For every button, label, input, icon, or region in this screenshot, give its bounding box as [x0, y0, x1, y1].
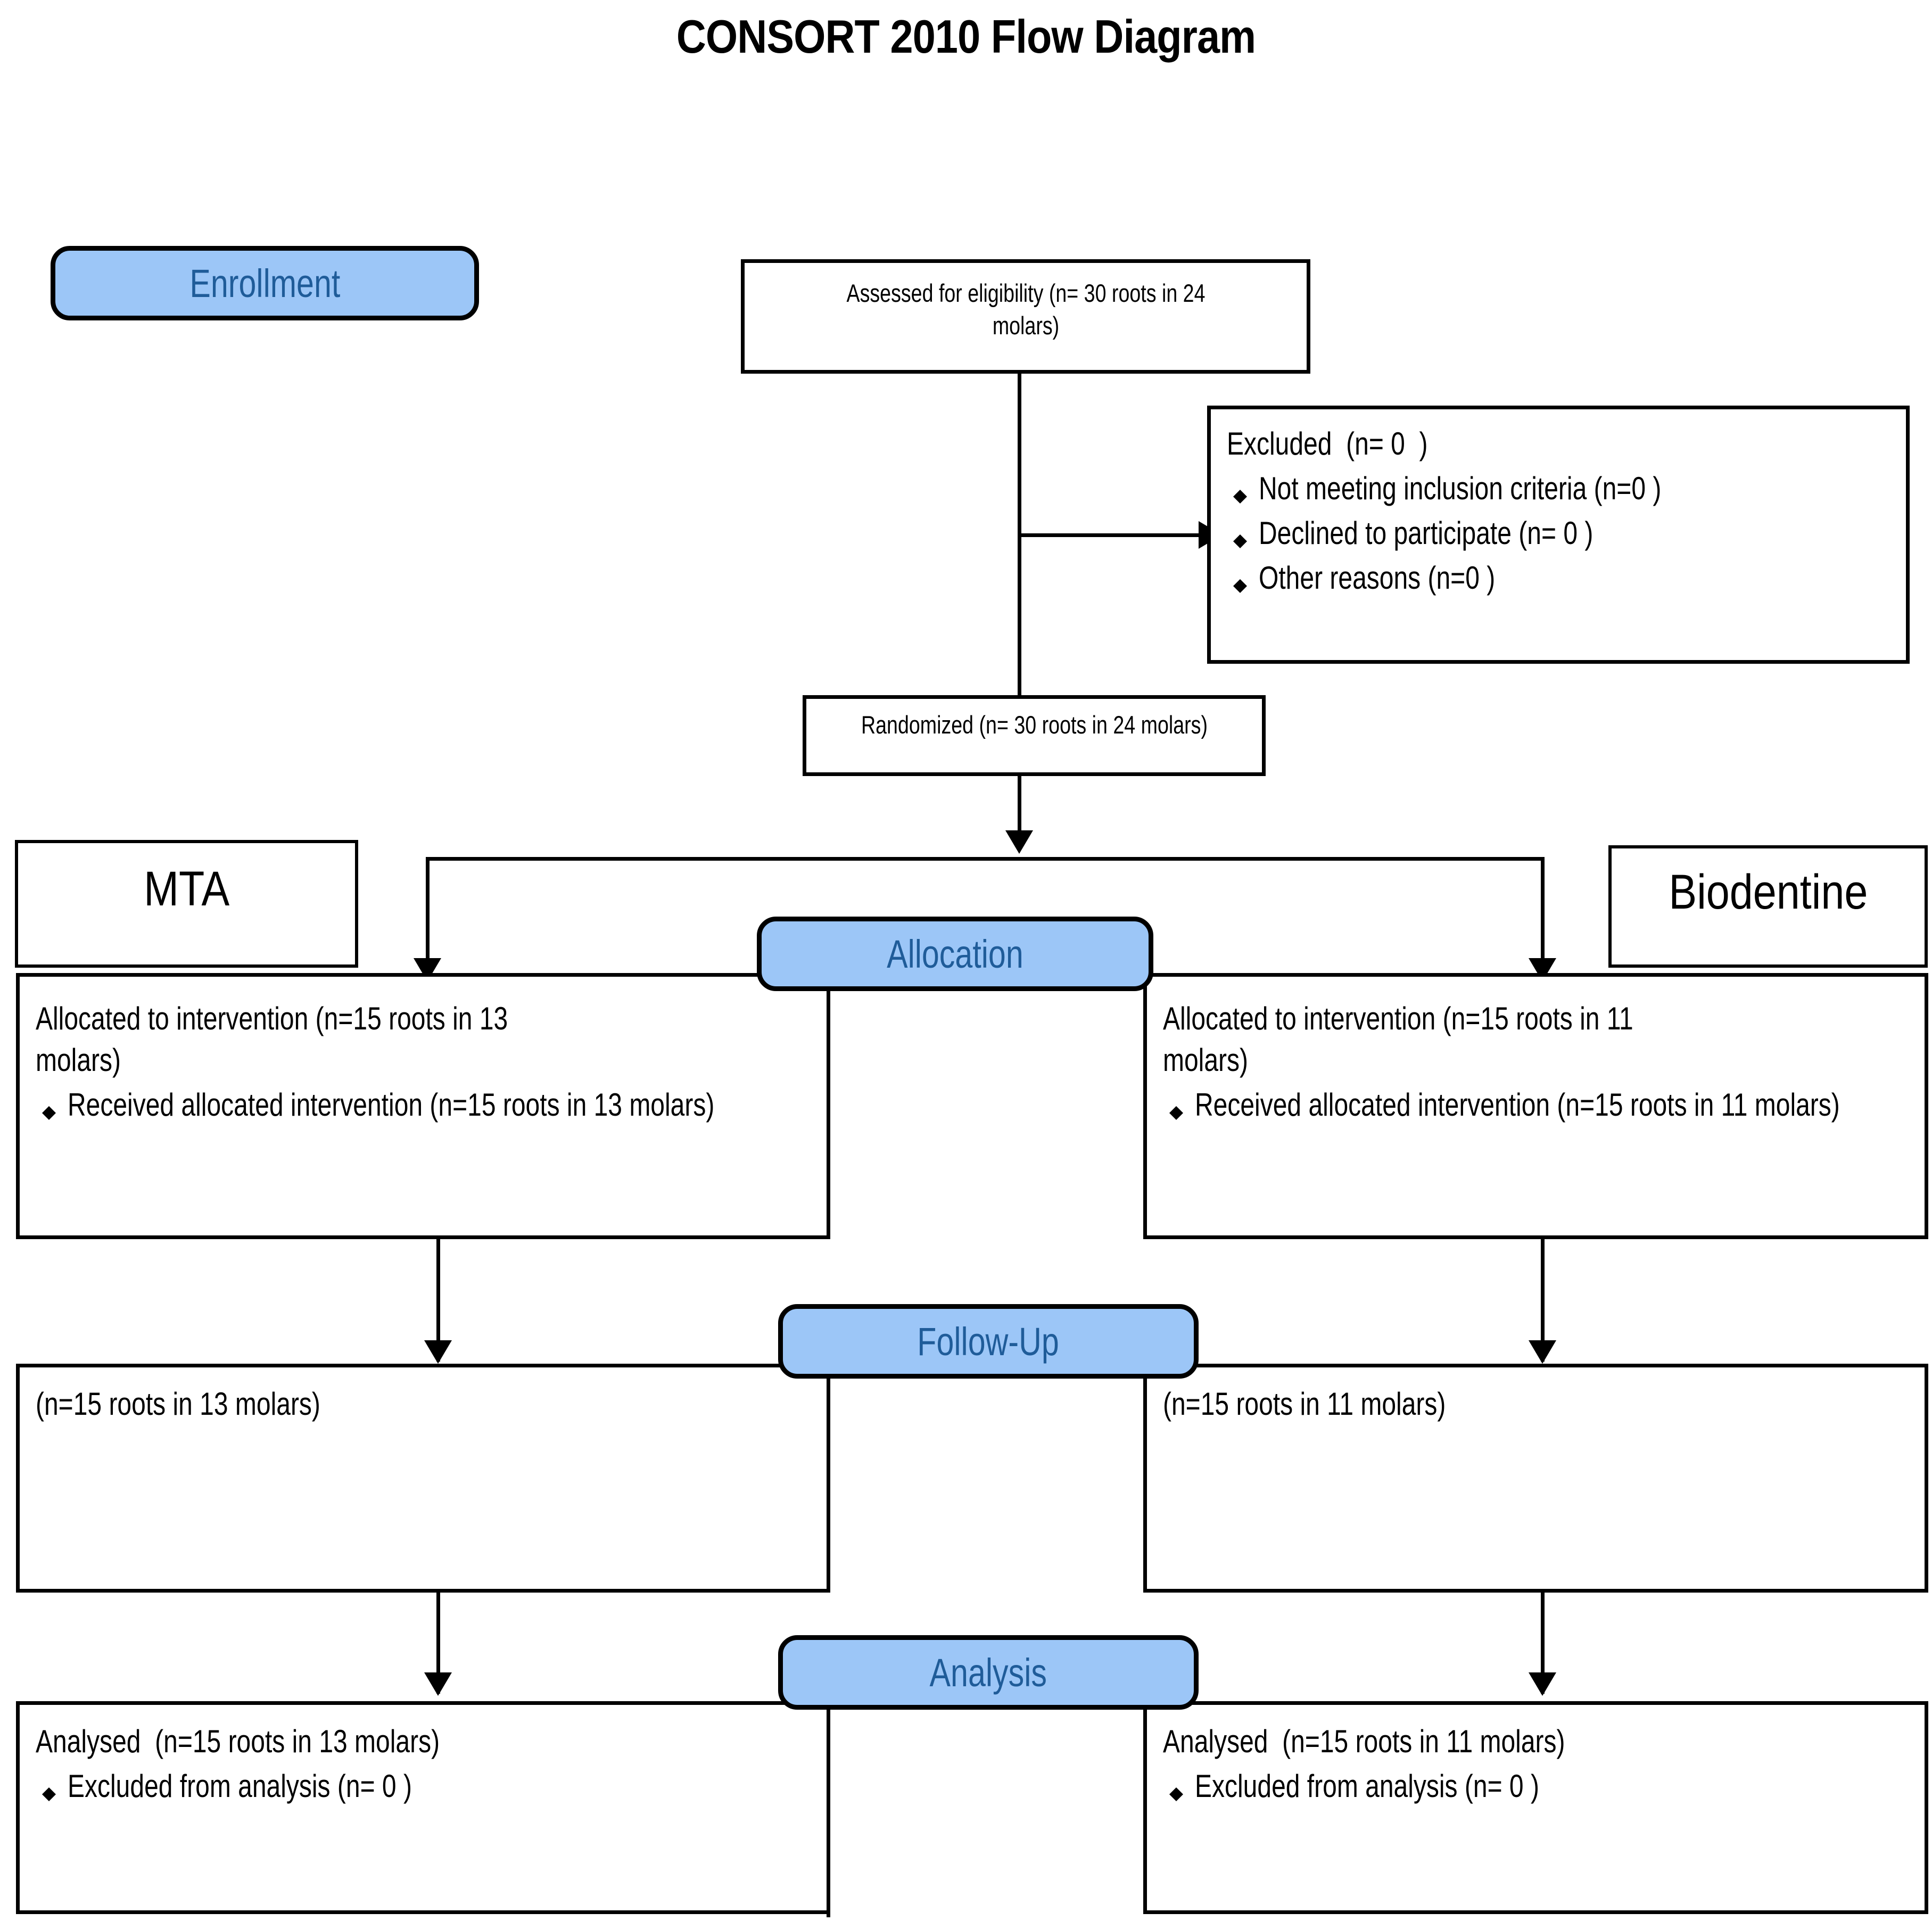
list-item: Received allocated intervention (n=15 ro… [36, 1084, 811, 1126]
randomized-text: Randomized (n= 30 roots in 24 molars) [861, 711, 1208, 739]
stage-label-allocation-text: Allocation [887, 931, 1023, 976]
excluded-box: Excluded (n= 0 ) Not meeting inclusion c… [1207, 406, 1910, 664]
arm-label-mta: MTA [143, 862, 230, 916]
arrowhead-right-followup [1529, 1340, 1556, 1364]
analysis-left-list: Excluded from analysis (n= 0 ) [36, 1766, 811, 1807]
connector-right-alloc-to-followup [1541, 1239, 1545, 1362]
diamond-bullet-icon [42, 1099, 56, 1120]
allocation-box-left: Allocated to intervention (n=15 roots in… [16, 973, 830, 1239]
followup-right-text: (n=15 roots in 11 molars) [1163, 1386, 1446, 1422]
diamond-bullet-icon [1233, 483, 1247, 504]
excluded-heading: Excluded (n= 0 ) [1227, 426, 1428, 461]
stage-label-followup-text: Follow-Up [917, 1319, 1060, 1364]
connector-split-left-leg [426, 857, 430, 979]
followup-box-right: (n=15 roots in 11 molars) [1143, 1364, 1928, 1593]
randomized-box: Randomized (n= 30 roots in 24 molars) [803, 695, 1266, 776]
allocation-right-heading: Allocated to intervention (n=15 roots in… [1163, 1001, 1633, 1078]
diamond-bullet-icon [1233, 572, 1247, 593]
analysis-left-heading: Analysed (n=15 roots in 13 molars) [36, 1724, 440, 1759]
analysis-right-heading: Analysed (n=15 roots in 11 molars) [1163, 1724, 1565, 1759]
stage-label-enrollment: Enrollment [51, 246, 479, 320]
stage-label-followup: Follow-Up [778, 1304, 1199, 1379]
analysis-right-list: Excluded from analysis (n= 0 ) [1163, 1766, 1909, 1807]
assessed-for-eligibility-box: Assessed for eligibility (n= 30 roots in… [741, 259, 1310, 374]
followup-left-text: (n=15 roots in 13 molars) [36, 1386, 320, 1422]
connector-left-followup-to-analysis [436, 1593, 440, 1694]
list-item: Received allocated intervention (n=15 ro… [1163, 1084, 1909, 1126]
list-item: Excluded from analysis (n= 0 ) [36, 1766, 811, 1807]
connector-randomized-down [1018, 776, 1021, 845]
allocation-box-right: Allocated to intervention (n=15 roots in… [1143, 973, 1928, 1239]
analysis-box-left: Analysed (n=15 roots in 13 molars) Exclu… [16, 1701, 830, 1914]
list-item: Excluded from analysis (n= 0 ) [1163, 1766, 1909, 1807]
analysis-box-right: Analysed (n=15 roots in 11 molars) Exclu… [1143, 1701, 1928, 1914]
diamond-bullet-icon [42, 1780, 56, 1801]
arrowhead-left-followup [424, 1340, 452, 1364]
list-item: Declined to participate (n= 0 ) [1227, 513, 1890, 554]
stage-label-enrollment-text: Enrollment [189, 261, 340, 306]
diamond-bullet-icon [1233, 527, 1247, 548]
connector-right-followup-to-analysis [1541, 1593, 1545, 1694]
allocation-split-bar [426, 857, 1545, 861]
excluded-reason-list: Not meeting inclusion criteria (n=0 ) De… [1227, 468, 1890, 599]
arrowhead-right-analysis [1529, 1672, 1556, 1696]
allocation-right-list: Received allocated intervention (n=15 ro… [1163, 1084, 1909, 1126]
stage-label-analysis-text: Analysis [929, 1650, 1047, 1695]
allocation-left-heading: Allocated to intervention (n=15 roots in… [36, 1001, 508, 1078]
stage-label-analysis: Analysis [778, 1635, 1199, 1710]
diamond-bullet-icon [1169, 1780, 1183, 1801]
arrowhead-left-analysis [424, 1672, 452, 1696]
arm-label-box-biodentine: Biodentine [1608, 845, 1928, 968]
diamond-bullet-icon [1169, 1099, 1183, 1120]
list-item: Other reasons (n=0 ) [1227, 557, 1890, 599]
list-item: Not meeting inclusion criteria (n=0 ) [1227, 468, 1890, 509]
followup-box-left: (n=15 roots in 13 molars) [16, 1364, 830, 1593]
connector-split-right-leg [1541, 857, 1545, 979]
assessed-for-eligibility-text: Assessed for eligibility (n= 30 roots in… [846, 279, 1205, 340]
stage-label-allocation: Allocation [757, 917, 1153, 991]
connector-left-alloc-to-followup [436, 1239, 440, 1362]
arrowhead-randomized-down [1005, 830, 1033, 854]
arm-label-biodentine: Biodentine [1669, 865, 1868, 919]
page-title: CONSORT 2010 Flow Diagram [676, 10, 1256, 63]
connector-to-excluded [1018, 533, 1203, 537]
allocation-left-list: Received allocated intervention (n=15 ro… [36, 1084, 811, 1126]
arm-label-box-mta: MTA [15, 840, 358, 968]
